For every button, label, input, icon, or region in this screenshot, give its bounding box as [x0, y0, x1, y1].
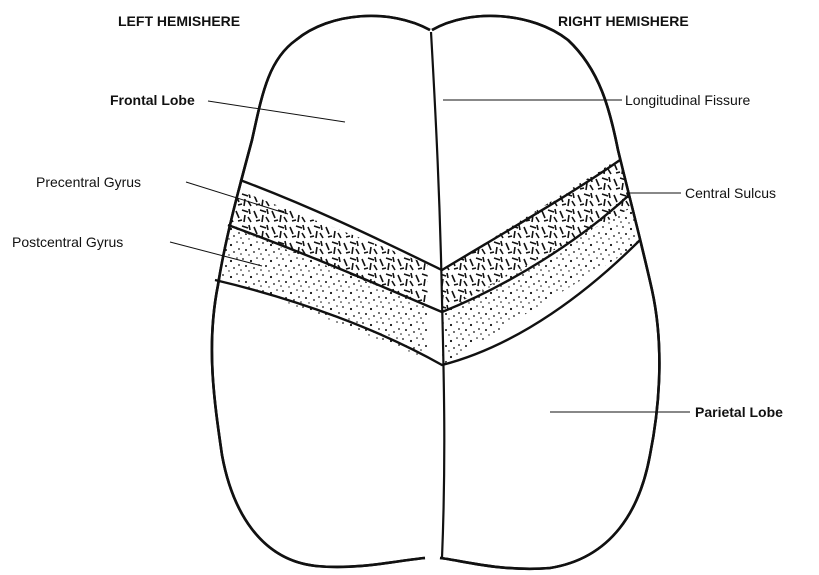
label-central-sulcus: Central Sulcus	[685, 185, 776, 201]
label-longitudinal-fissure: Longitudinal Fissure	[625, 92, 750, 108]
label-frontal-lobe: Frontal Lobe	[110, 92, 195, 108]
label-parietal-lobe: Parietal Lobe	[695, 404, 783, 420]
left-hemisphere-title: LEFT HEMISHERE	[118, 13, 240, 29]
label-precentral-gyrus: Precentral Gyrus	[36, 174, 141, 190]
right-hemisphere-title: RIGHT HEMISHERE	[558, 13, 689, 29]
label-postcentral-gyrus: Postcentral Gyrus	[12, 234, 123, 250]
